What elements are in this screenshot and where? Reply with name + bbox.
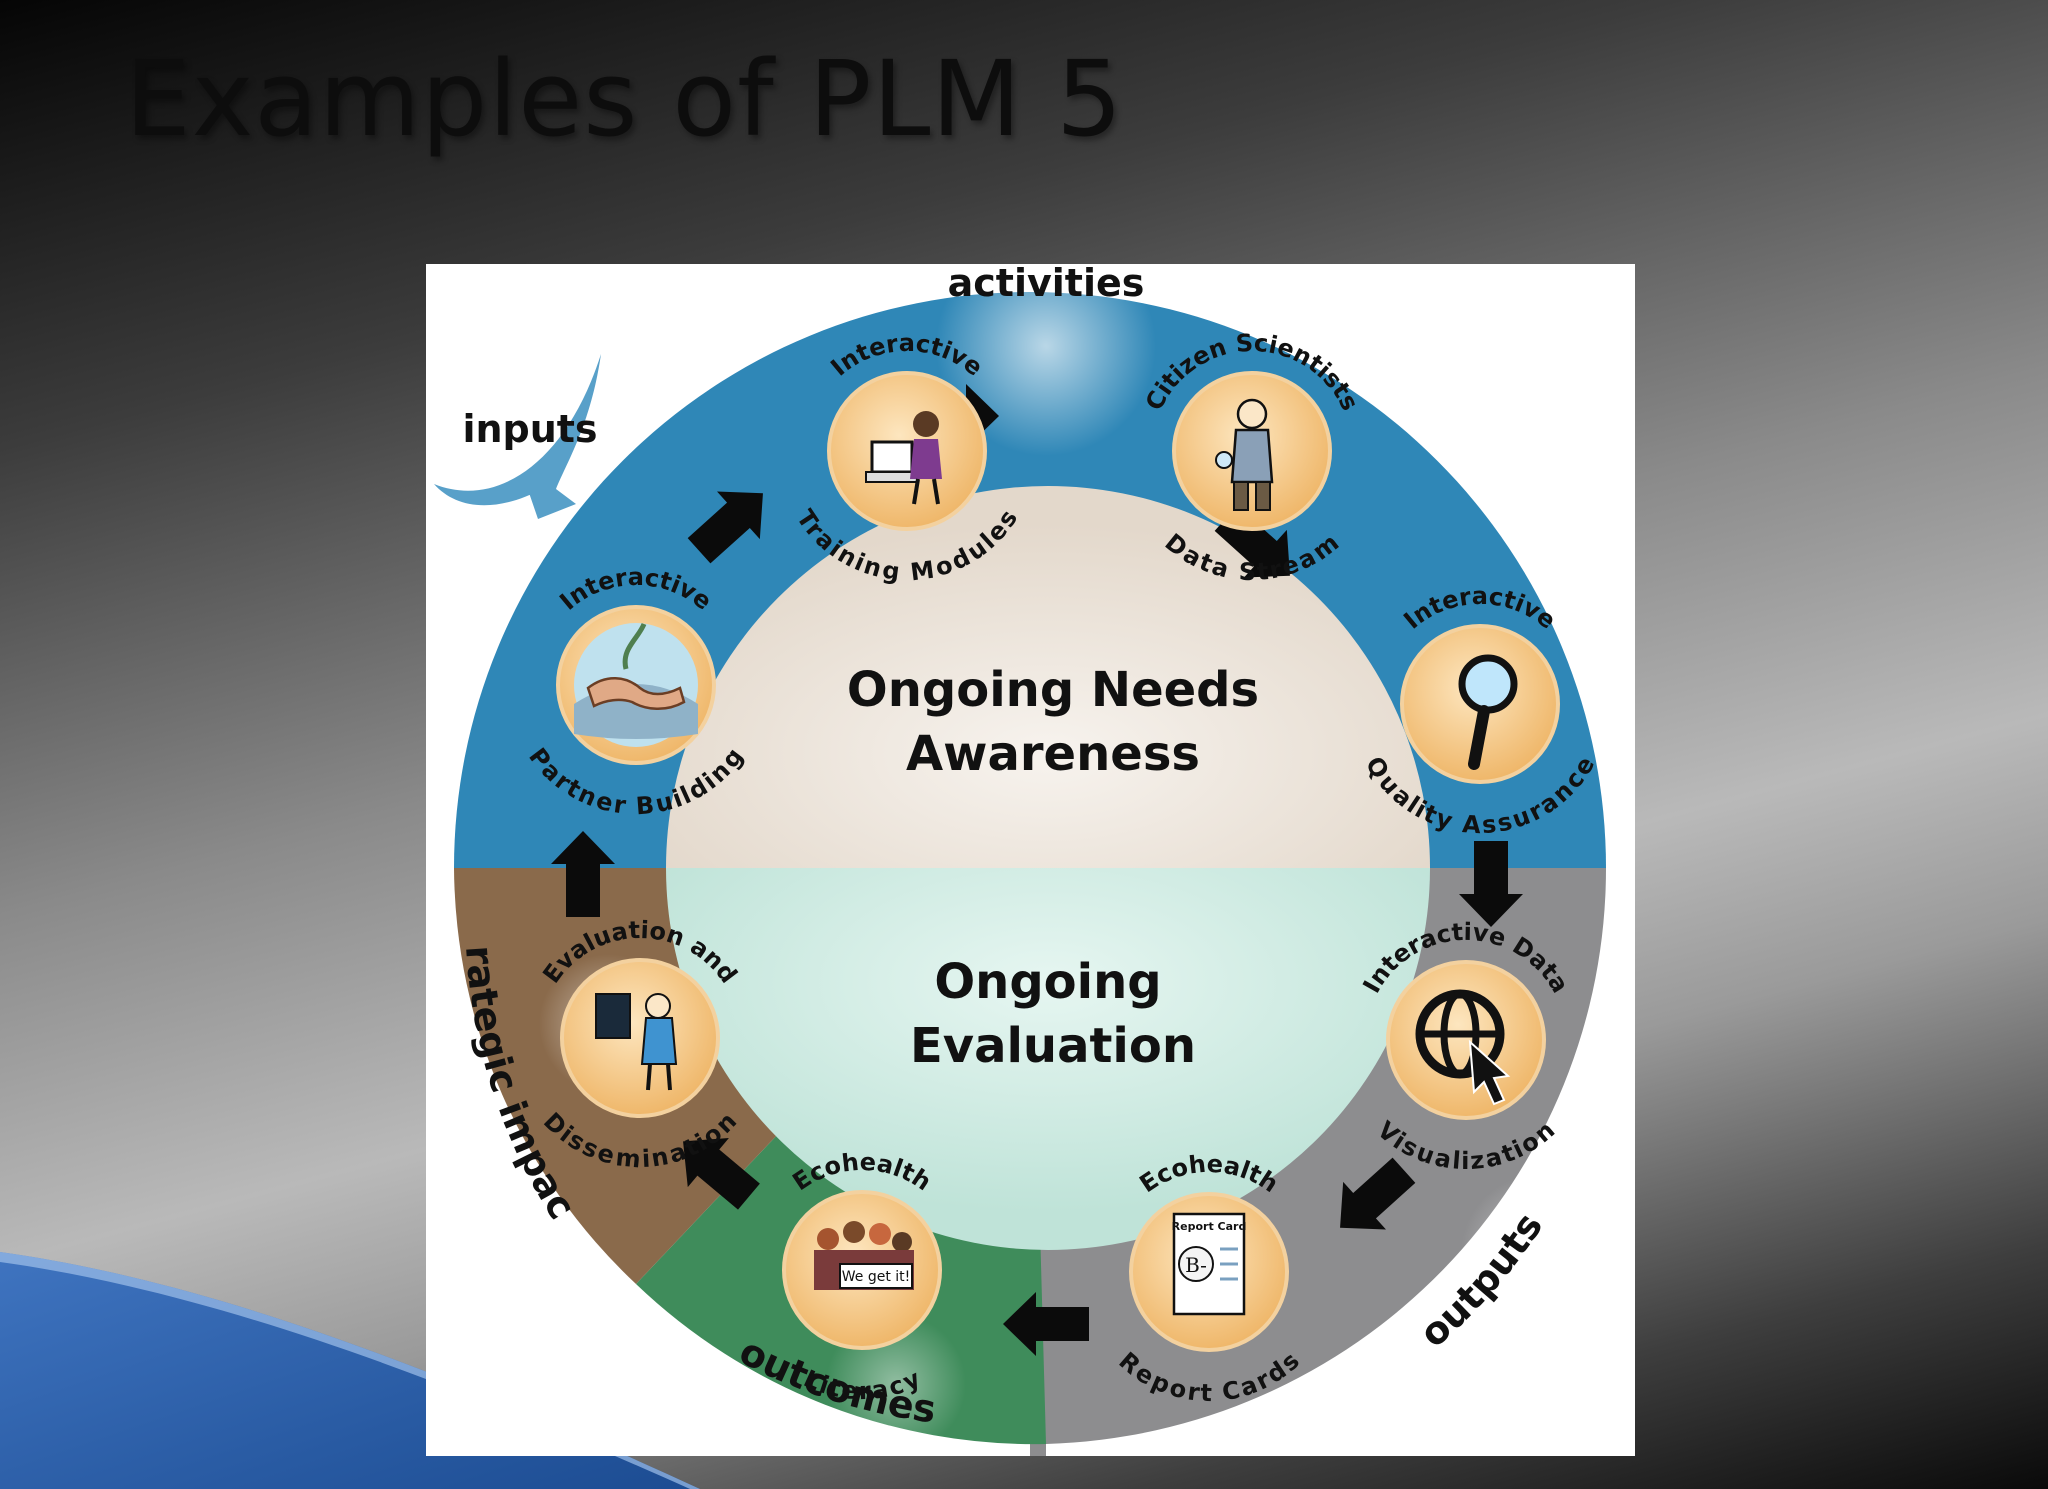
computer-training-icon [865, 411, 942, 505]
center-evaluation-line1: Ongoing [934, 954, 1161, 1010]
phase-label-activities: activities [948, 264, 1145, 305]
presenter-icon [595, 993, 678, 1091]
flow-arrow-7 [551, 831, 615, 917]
flow-arrow-5 [1003, 1292, 1089, 1356]
cycle-diagram-canvas: Ongoing Needs Awareness Ongoing Evaluati… [426, 264, 1621, 1456]
globe-cursor-icon [1415, 989, 1511, 1106]
handshake-icon [574, 622, 698, 747]
scientist-icon [1215, 398, 1274, 511]
group-sign-icon: We get it! [814, 1221, 914, 1290]
group-sign-text: We get it! [842, 1269, 911, 1285]
center-needs-line1: Ongoing Needs [847, 662, 1259, 718]
report-card-title: Report Card [1172, 1220, 1247, 1233]
center-evaluation-half [666, 868, 1430, 1250]
center-needs-line2: Awareness [906, 726, 1200, 782]
center-needs-half [666, 486, 1430, 868]
flow-arrow-3 [1459, 841, 1523, 927]
slide-title: Examples of PLM 5 [125, 38, 1124, 160]
magnifier-icon [1458, 654, 1518, 770]
flow-arrow-6 [683, 1138, 760, 1210]
inputs-swoosh [434, 354, 601, 519]
node-ecohealth-literacy: We get it! Ecohealth Literacy [782, 1148, 942, 1405]
plm-cycle-diagram: Ongoing Needs Awareness Ongoing Evaluati… [426, 264, 1635, 1456]
center-evaluation-line2: Evaluation [910, 1018, 1196, 1074]
phase-label-inputs: inputs [462, 407, 597, 451]
flow-arrow-8 [687, 491, 763, 564]
flow-arrow-4 [1340, 1157, 1416, 1230]
report-card-icon: Report Card B- [1172, 1212, 1247, 1316]
report-card-grade: B- [1185, 1253, 1207, 1277]
